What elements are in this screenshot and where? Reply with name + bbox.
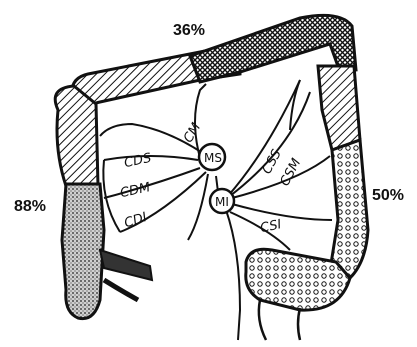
descending-colon-lower [330, 140, 368, 278]
label-cds: CDS [123, 151, 153, 171]
label-csi: CSI [259, 217, 283, 236]
ascending-colon-lower [62, 184, 104, 319]
label-csm: CSM [278, 156, 305, 188]
ascending-colon-upper [55, 86, 98, 186]
ascending-percentage: 88% [14, 198, 46, 215]
appendix [104, 280, 138, 300]
label-css: CSS [260, 147, 285, 176]
label-ms: MS [204, 151, 222, 165]
transverse-percentage: 36% [173, 22, 205, 39]
descending-colon-upper [318, 66, 360, 150]
label-mi: MI [215, 195, 229, 209]
ileum [100, 250, 152, 280]
label-cdm: CDM [119, 180, 152, 201]
descending-percentage: 50% [372, 187, 404, 204]
label-cdi: CDI [122, 210, 149, 231]
